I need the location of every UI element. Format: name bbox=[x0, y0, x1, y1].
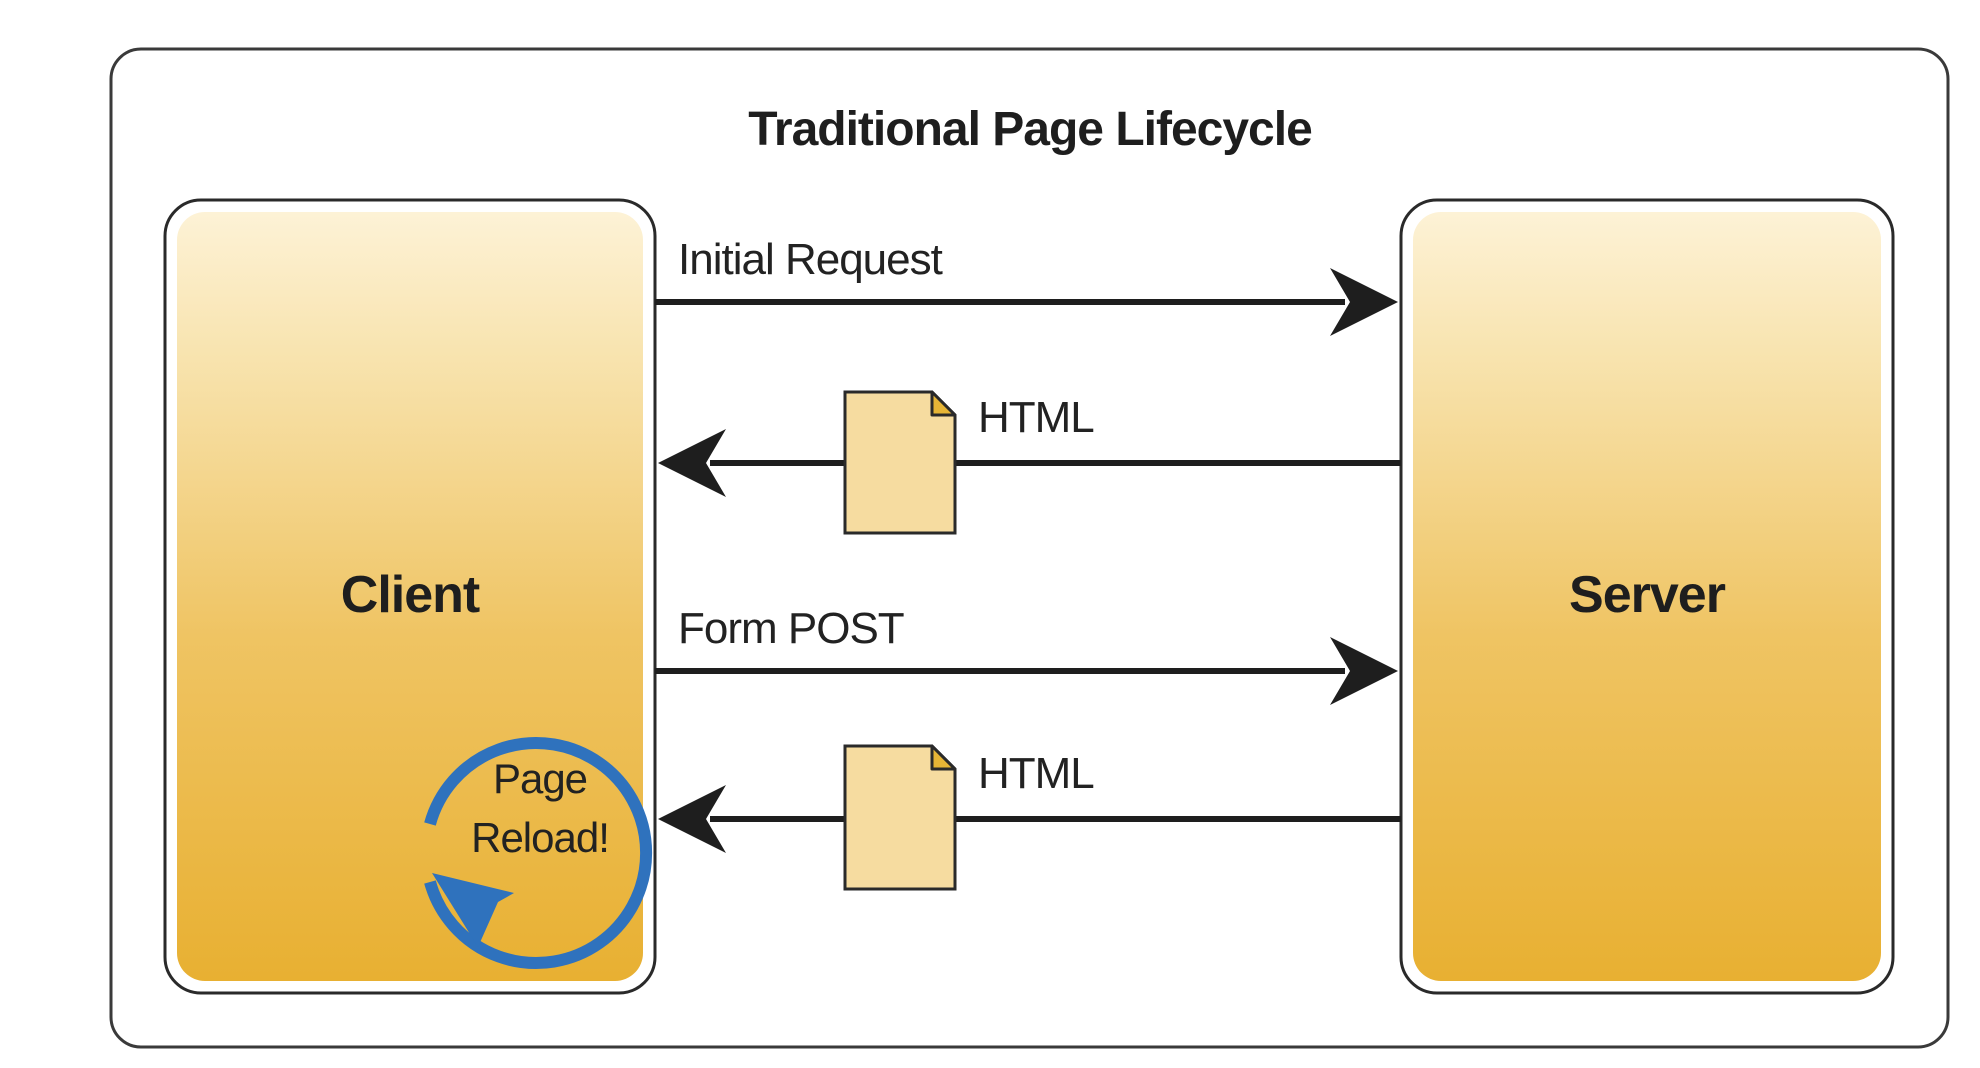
form-post-arrow bbox=[655, 637, 1398, 705]
arrow-label-initial-request: Initial Request bbox=[678, 235, 943, 284]
reload-text-line1: Page bbox=[493, 755, 587, 802]
html-response-arrow-2 bbox=[658, 785, 1401, 853]
initial-request-arrow bbox=[655, 268, 1398, 336]
document-icon bbox=[843, 744, 957, 891]
client-box bbox=[163, 198, 657, 995]
arrow-label-form-post: Form POST bbox=[678, 604, 904, 653]
client-label: Client bbox=[341, 566, 480, 624]
html-response-arrow-1 bbox=[658, 429, 1401, 497]
reload-icon bbox=[424, 737, 653, 969]
reload-text-line2: Reload! bbox=[471, 814, 609, 861]
arrow-label-html-1: HTML bbox=[978, 393, 1094, 442]
arrow-label-html-2: HTML bbox=[978, 749, 1094, 798]
document-icon bbox=[843, 390, 957, 535]
server-box bbox=[1399, 198, 1895, 995]
server-label: Server bbox=[1569, 566, 1726, 624]
diagram-title: Traditional Page Lifecycle bbox=[748, 103, 1312, 156]
